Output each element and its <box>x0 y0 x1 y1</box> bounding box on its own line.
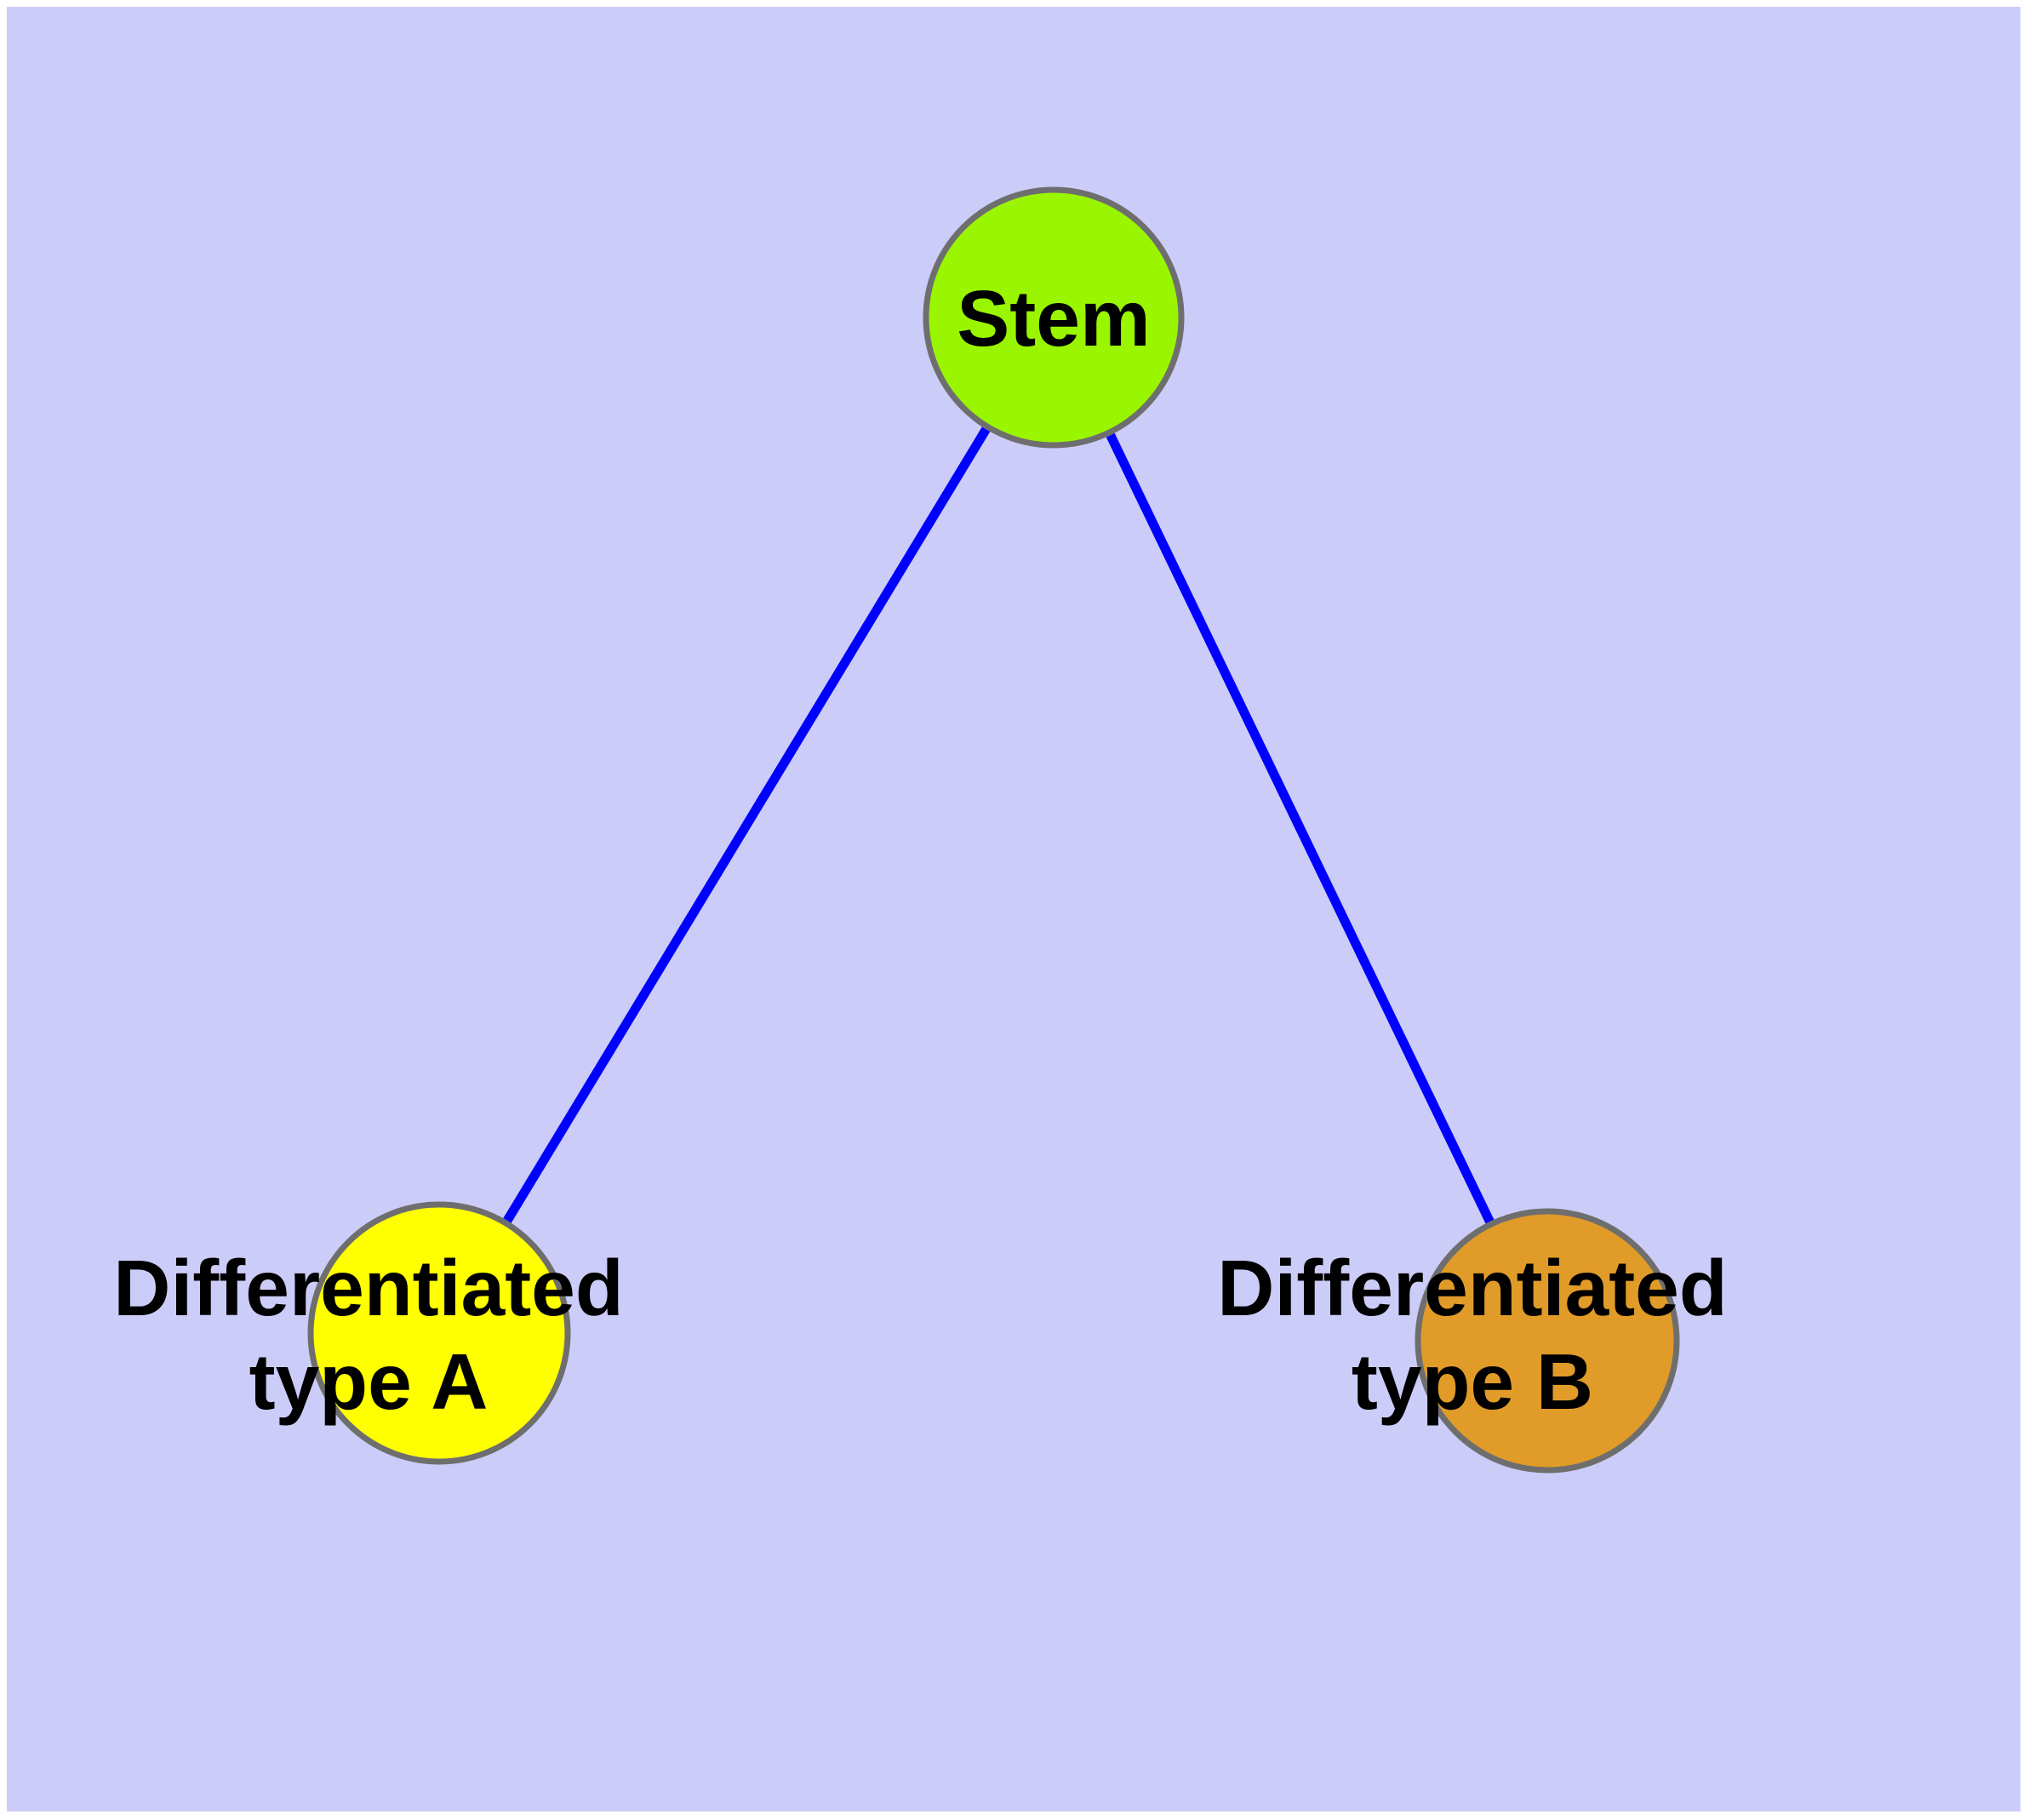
edge-stem-to-differentiated-type-a[interactable] <box>435 315 1058 1336</box>
node-differentiated-type-b[interactable] <box>1415 1208 1680 1474</box>
nodes-layer <box>307 186 1680 1474</box>
node-differentiated-type-a[interactable] <box>307 1201 571 1465</box>
edge-stem-to-differentiated-type-b[interactable] <box>1049 315 1552 1343</box>
edges-layer <box>435 315 1552 1343</box>
node-stem[interactable] <box>923 186 1185 449</box>
node-label-stem: Stem <box>957 274 1150 363</box>
